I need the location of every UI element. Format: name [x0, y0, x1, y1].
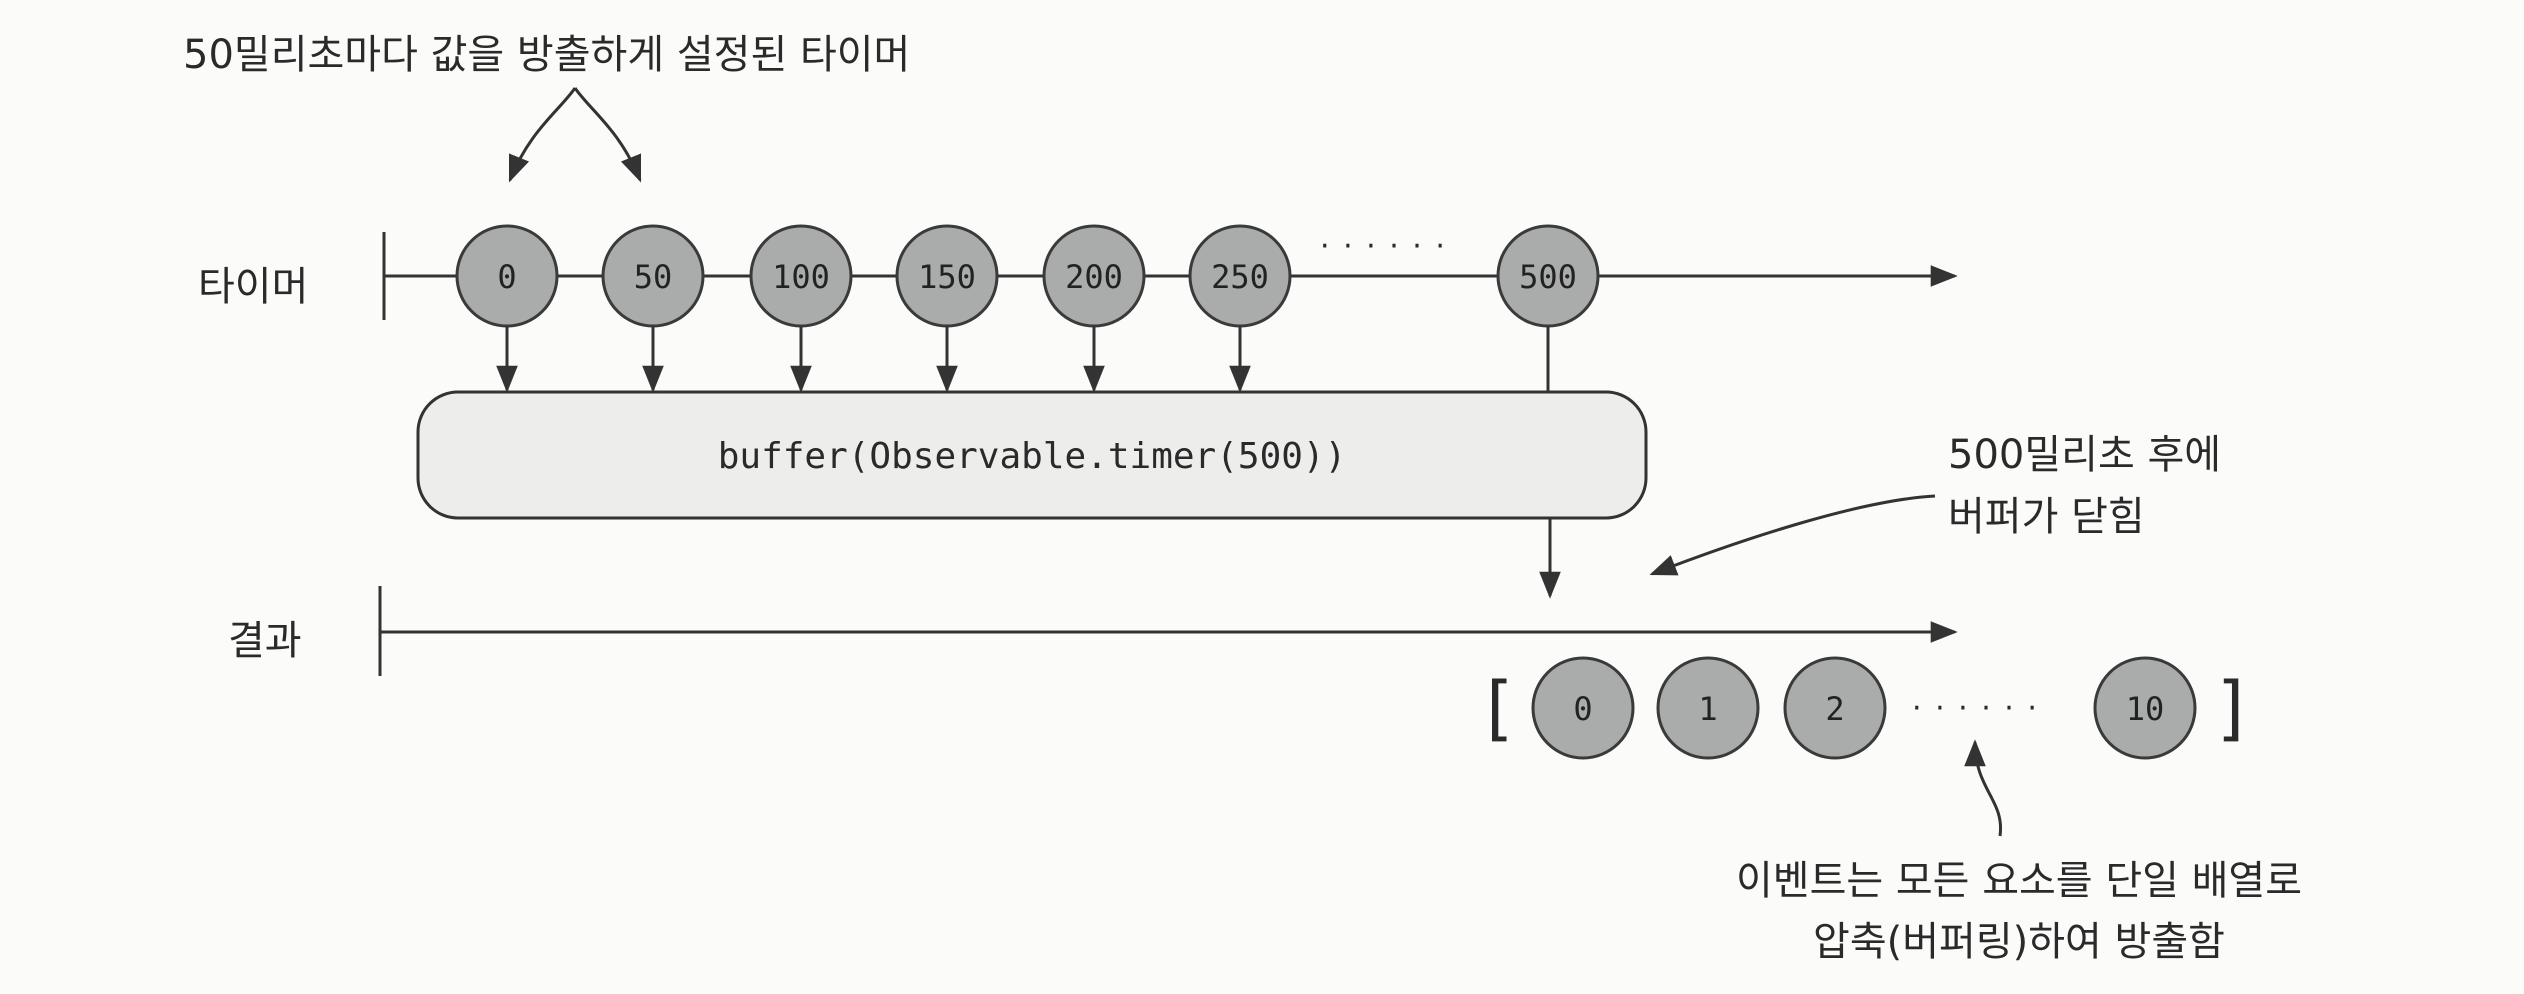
compress-annotation-line2: 압축(버퍼링)하여 방출함: [1813, 919, 2225, 965]
array-marble-2-label: 2: [1825, 690, 1844, 728]
compress-annotation-line1: 이벤트는 모든 요소를 단일 배열로: [1736, 858, 2302, 904]
buffer-close-annotation-line2: 버퍼가 닫힘: [1948, 494, 2145, 540]
timer-ellipsis: · · · · · ·: [1320, 229, 1447, 264]
timer-marble-500-label: 500: [1519, 258, 1577, 296]
array-marble-10-circle: [2093, 656, 2197, 760]
timer-marble-50: 50: [601, 224, 705, 328]
buffer-close-annotation-arrow: [1649, 494, 1936, 576]
result-row-label: 결과: [228, 618, 302, 664]
array-marble-1-circle: [1656, 656, 1760, 760]
buffer-operator-label: buffer(Observable.timer(500)): [718, 436, 1347, 477]
array-marble-0-circle: [1531, 656, 1635, 760]
array-marbles: 0 1 2 10: [1531, 656, 2197, 760]
timer-marble-150: 150: [895, 224, 999, 328]
array-marble-2: 2: [1783, 656, 1887, 760]
array-marble-10-label: 10: [2126, 690, 2165, 728]
array-marble-0-label: 0: [1573, 690, 1592, 728]
array-marble-1-label: 1: [1698, 690, 1717, 728]
timer-marble-100: 100: [749, 224, 853, 328]
timer-marble-0-label: 0: [497, 258, 516, 296]
array-ellipsis: · · · · · ·: [1912, 691, 2039, 726]
compress-annotation-arrow: [1964, 739, 2003, 837]
timer-marble-50-label: 50: [634, 258, 673, 296]
timer-marble-200: 200: [1042, 224, 1146, 328]
array-marble-0: 0: [1531, 656, 1635, 760]
timer-marbles: 0 50 100 150 200 250 500: [455, 224, 1600, 393]
timer-marble-100-label: 100: [772, 258, 830, 296]
array-marble-1: 1: [1656, 656, 1760, 760]
annotation-brace-left-arrow: [508, 87, 577, 183]
timer-marble-250-label: 250: [1211, 258, 1269, 296]
array-marble-2-circle: [1783, 656, 1887, 760]
timer-row-label: 타이머: [198, 264, 308, 310]
array-marble-10: 10: [2093, 656, 2197, 760]
timer-marble-0: 0: [455, 224, 559, 328]
timer-marble-200-label: 200: [1065, 258, 1123, 296]
annotation-brace-right-arrow: [573, 87, 642, 183]
timer-annotation: 50밀리초마다 값을 방출하게 설정된 타이머: [183, 32, 910, 78]
buffer-close-annotation-line1: 500밀리초 후에: [1948, 432, 2221, 478]
timer-marble-150-label: 150: [918, 258, 976, 296]
buffer-operator-box: [416, 390, 1648, 520]
timer-marble-500: 500: [1496, 224, 1600, 328]
array-open-bracket: [: [1486, 667, 1513, 749]
array-close-bracket: ]: [2217, 667, 2244, 749]
timer-marble-250: 250: [1188, 224, 1292, 328]
